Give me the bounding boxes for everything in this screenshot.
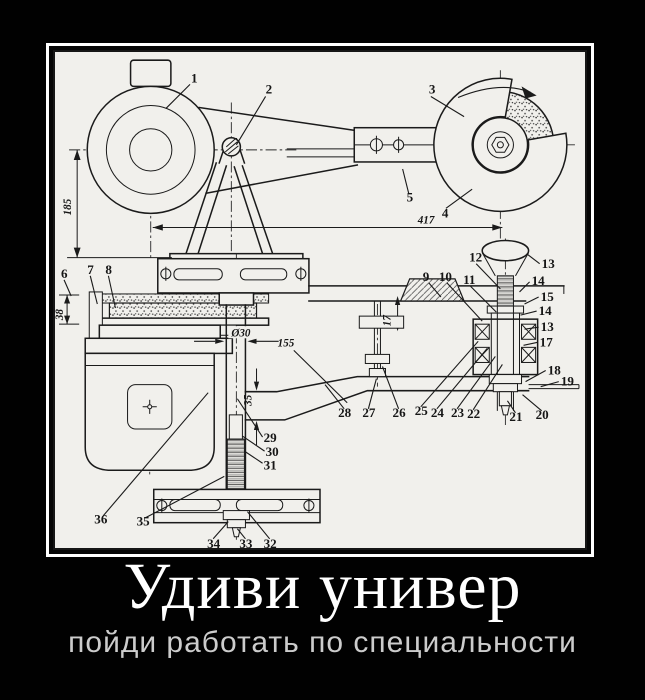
dimension-label-Ø30: Ø30 bbox=[230, 327, 251, 339]
part-callout-9: 9 bbox=[423, 269, 430, 284]
dimension-label-185: 185 bbox=[62, 198, 74, 215]
part-callout-8: 8 bbox=[105, 262, 112, 277]
part-callout-36: 36 bbox=[94, 512, 108, 527]
dimension-label-17: 17 bbox=[382, 315, 394, 327]
part-callout-1: 1 bbox=[191, 70, 198, 85]
meme-subtitle: пойди работать по специальности bbox=[68, 626, 577, 660]
part-callout-21: 21 bbox=[509, 409, 522, 424]
part-callout-29: 29 bbox=[264, 430, 278, 445]
part-callout-11: 11 bbox=[463, 272, 475, 287]
part-callout-32: 32 bbox=[264, 536, 277, 548]
side-view bbox=[67, 59, 575, 264]
part-callout-14: 14 bbox=[539, 303, 553, 318]
part-callout-20: 20 bbox=[536, 407, 550, 422]
part-callout-24: 24 bbox=[431, 405, 445, 420]
part-callout-22: 22 bbox=[467, 406, 480, 421]
part-callout-17: 17 bbox=[540, 334, 554, 349]
dimension-label-38: 38 bbox=[55, 309, 66, 322]
part-callout-31: 31 bbox=[264, 457, 277, 472]
part-callout-18: 18 bbox=[548, 363, 562, 378]
part-callout-26: 26 bbox=[393, 405, 407, 420]
part-callout-10: 10 bbox=[439, 269, 453, 284]
caption-block: Удиви универ пойди работать по специальн… bbox=[0, 552, 645, 661]
part-callout-15: 15 bbox=[541, 289, 555, 304]
part-callout-14: 14 bbox=[532, 273, 546, 288]
part-callout-34: 34 bbox=[207, 536, 221, 548]
part-callout-3: 3 bbox=[429, 81, 436, 96]
part-callout-6: 6 bbox=[61, 266, 68, 281]
dimension-label-35: 35 bbox=[242, 394, 254, 407]
part-callout-19: 19 bbox=[561, 374, 575, 389]
part-callout-2: 2 bbox=[266, 81, 273, 96]
part-callout-25: 25 bbox=[415, 403, 429, 418]
part-callout-12: 12 bbox=[469, 250, 482, 265]
part-callout-33: 33 bbox=[239, 536, 253, 548]
part-callout-13: 13 bbox=[542, 256, 556, 271]
dimension-label-155: 155 bbox=[278, 337, 295, 349]
technical-drawing: 1234567891011121314151413171819202122232… bbox=[55, 59, 580, 548]
meme-title: Удиви универ bbox=[123, 550, 522, 623]
part-callout-13: 13 bbox=[541, 319, 555, 334]
part-callout-4: 4 bbox=[442, 205, 449, 220]
part-callout-5: 5 bbox=[407, 189, 414, 204]
part-callout-28: 28 bbox=[338, 405, 352, 420]
part-callout-35: 35 bbox=[137, 514, 151, 529]
part-callout-23: 23 bbox=[451, 405, 465, 420]
section-view bbox=[59, 238, 580, 541]
part-callout-7: 7 bbox=[87, 262, 94, 277]
dimension-label-417: 417 bbox=[417, 214, 435, 226]
part-callout-27: 27 bbox=[362, 405, 376, 420]
part-callout-30: 30 bbox=[266, 444, 280, 459]
